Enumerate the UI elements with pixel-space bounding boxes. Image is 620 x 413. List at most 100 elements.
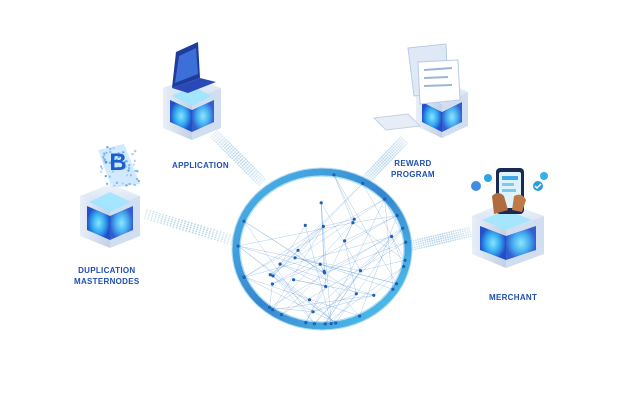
beam-dot [386,156,389,159]
beam-dot [418,245,421,248]
network-node-dot [268,273,272,277]
network-link [244,236,392,278]
beam-dot [433,237,435,240]
beam-dot [380,159,383,162]
beam-dot [212,233,214,236]
beam-dot [257,174,260,177]
beam-dot [160,220,163,222]
network-link [237,245,336,324]
network-link [333,174,354,223]
beam-dot [418,243,420,245]
network-link [344,222,354,242]
beam-dot [166,221,169,224]
hologram-pixel [131,153,134,156]
beam-dot [379,170,382,172]
beam-dot [260,177,263,180]
beam-dot [400,142,402,145]
network-link [270,198,385,275]
beam-dot [224,237,227,240]
beam-dot [191,222,193,225]
phone-payment-icon [471,168,548,214]
beam-dot [236,159,239,162]
duplication-masternodes-node: B [80,144,140,248]
network-link [238,245,325,274]
beam-dot [380,156,383,159]
beam-dot [371,168,374,171]
beam-dot [453,232,455,235]
beam-dot [215,232,218,235]
beam-dot [465,227,468,230]
merchant-label-text: MERCHANT [489,293,538,302]
network-link [272,250,299,277]
beam-dot [147,216,150,219]
beam-dot [163,221,166,223]
beam-dot [204,235,207,238]
network-link [269,227,403,308]
beam-dot [250,167,253,169]
application-label-text: APPLICATION [172,161,229,170]
beam-dot [461,228,464,231]
network-node-dot [323,322,327,326]
beam-dot [372,174,374,177]
beam-dot [214,134,217,137]
beam-dot [465,236,468,239]
hologram-pixel [101,167,104,170]
beam-dot [413,244,416,246]
beam-dot [443,232,446,235]
beam-dot [441,242,443,244]
network-link [305,222,354,323]
network-node-dot [361,181,365,185]
network-link [324,241,406,274]
beam-dot [241,158,244,161]
network-node-dot [329,322,333,326]
duplication-label-line-2: MASTERNODES [74,277,140,286]
hologram-pixel [120,167,123,170]
beam-dot [239,159,242,162]
network-link [335,228,403,324]
beam-dot [443,241,446,244]
beam-dot [236,162,239,165]
beam-dot [166,224,168,226]
application-label: APPLICATION [172,160,229,171]
beam-dot [449,235,451,238]
network-link [243,276,360,317]
beam-dot [234,161,237,163]
beam-dot [213,133,215,135]
beam-dot [374,165,377,168]
beam-dot [404,140,407,143]
network-node-dot [271,308,275,312]
beam-dot [253,167,256,170]
beam-dot [382,164,385,166]
beam-dot [222,145,225,148]
beam-dot [229,152,232,155]
beam-dot [425,245,428,248]
network-link [320,202,325,272]
beam-dot [394,154,397,157]
beam-dot [453,234,456,237]
beam-dot [394,148,396,151]
beam-dot [238,164,241,167]
beam-dot [223,137,226,139]
network-node-dot [303,223,307,227]
beam-dot [468,229,471,231]
beam-dot [376,173,379,176]
network-link [344,240,357,294]
hologram-pixel [132,163,135,166]
hologram-pixel [128,183,131,185]
network-link [238,245,361,271]
hologram-pixel [112,147,115,150]
beam-dot [227,144,229,146]
beam-dot [415,243,418,246]
beam-dot [251,165,254,168]
beam-dot [259,176,261,178]
beam-dot [469,233,472,236]
beam-dot [248,162,251,164]
beam-dot [455,232,458,234]
beam-dot [420,242,422,245]
hologram-pixel [102,156,105,159]
beam-dot [426,238,429,241]
beam-dot [378,171,380,174]
beam-dot [377,159,380,162]
beam-dot [459,231,462,233]
beam-dot [376,167,379,169]
